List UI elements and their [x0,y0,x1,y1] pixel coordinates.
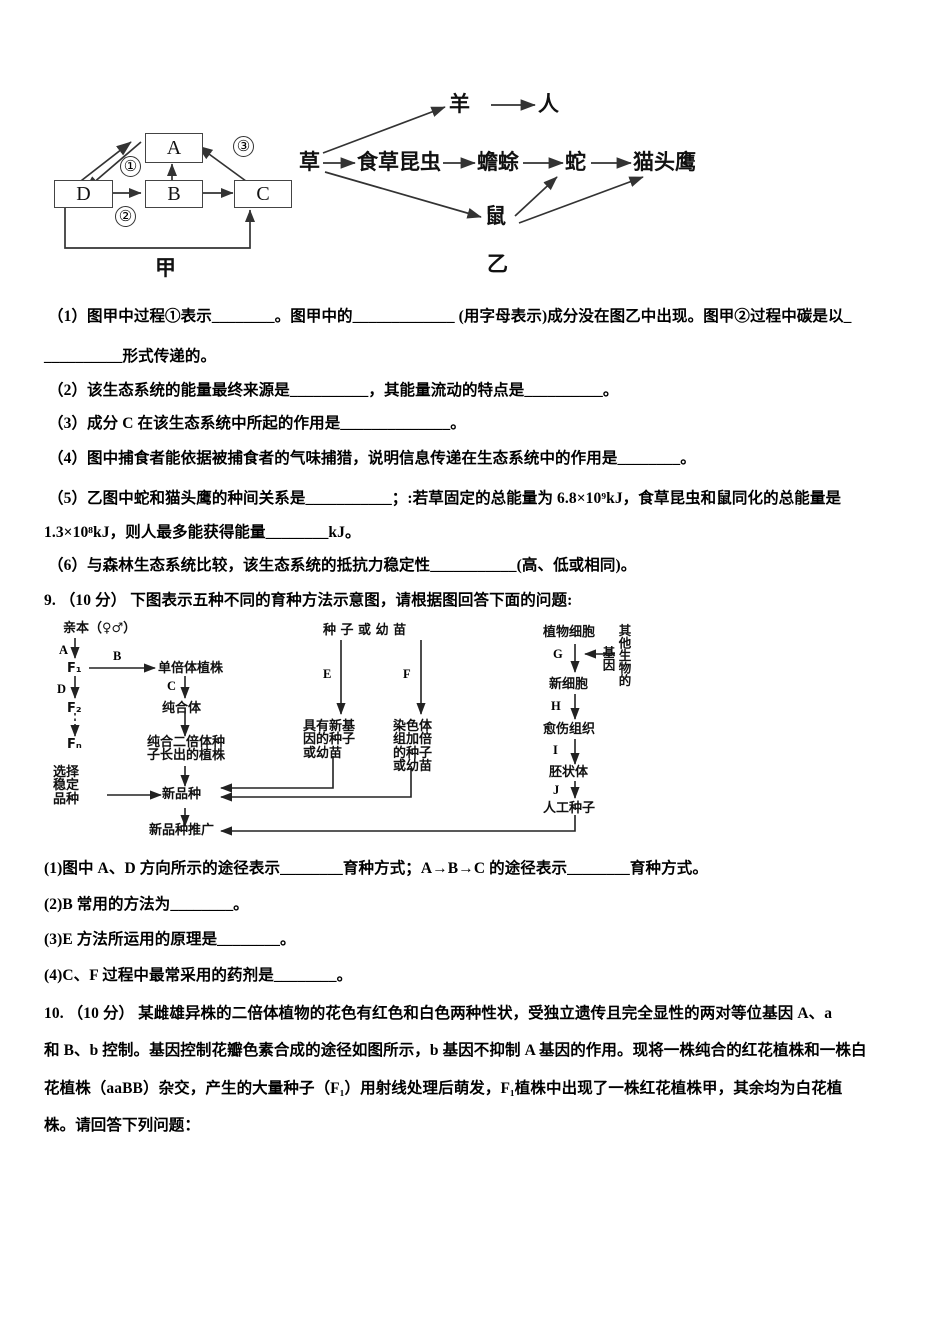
node-maotouying: 猫头鹰 [633,150,696,174]
breed-step-C: C [167,679,177,693]
breed-node-seed-seedling: 种 子 或 幼 苗 [323,623,407,638]
breed-step-G: G [553,647,563,661]
q8-1-line2: __________形式传递的。 [44,348,217,365]
q8-1-line1: （1）图甲中过程①表示________。图甲中的_____________ (用… [48,308,852,325]
node-shu: 鼠 [485,204,506,228]
breed-step-J: J [553,783,560,797]
process-number-1: ① [120,156,141,177]
breed-step-I: I [553,743,558,757]
node-box-C: C [234,180,292,208]
q9-sub-4: (4)C、F 过程中最常采用的药剂是________。 [44,967,353,984]
q10-number: 10. [44,1005,64,1022]
figure-breeding-methods: 亲本（♀♂） A F₁ D F₂ Fₙ 选择 稳定 品种 B 单倍体植株 C 纯… [45,618,685,840]
node-cao: 草 [299,150,320,174]
node-box-A: A [145,133,203,163]
breed-node-f1: F₁ [67,661,82,676]
breed-node-chrom-double: 染色体 组加倍 的种子 或幼苗 [393,719,433,774]
node-she: 蛇 [565,150,586,174]
breed-node-plantcell: 植物细胞 [543,625,596,640]
breed-node-diploid-plant: 纯合二倍体种 子长出的植株 [147,735,226,764]
q9-stem-text: 下图表示五种不同的育种方法示意图，请根据图回答下面的问题: [130,592,573,609]
q10-line2: 和 B、b 控制。基因控制花瓣色素合成的途径如图所示，b 基因不抑制 A 基因的… [44,1042,867,1059]
breed-step-H: H [551,699,561,713]
process-number-2: ② [115,206,136,227]
breed-node-gene: 基因 [600,646,616,671]
q8-5-line2: 1.3×10⁸kJ，则人最多能获得能量________kJ。 [44,524,361,541]
breed-step-F: F [403,667,411,681]
breed-node-homozygote: 纯合体 [162,701,202,716]
q10-line1: 10. （10 分） 某雌雄异株的二倍体植物的花色有红色和白色两种性状，受独立遗… [44,1005,832,1022]
q10-text-1: 某雌雄异株的二倍体植物的花色有红色和白色两种性状，受独立遗传且完全显性的两对等位… [138,1005,833,1022]
figure-food-web-yi: 草 食草昆虫 蟾蜍 蛇 猫头鹰 羊 人 鼠 乙 [295,80,715,280]
breed-step-B: B [113,649,122,663]
q9-stem: 9. （10 分） 下图表示五种不同的育种方法示意图，请根据图回答下面的问题: [44,592,572,609]
q8-6-line1: （6）与森林生态系统比较，该生态系统的抵抗力稳定性___________(高、低… [48,557,637,574]
breed-step-A: A [59,643,69,657]
q8-5-line1: （5）乙图中蛇和猫头鹰的种间关系是___________；:若草固定的总能量为 … [48,490,842,507]
breed-step-E: E [323,667,332,681]
figure-jia-arrows [58,141,256,249]
breed-node-new-variety: 新品种 [162,787,202,802]
figure-carbon-cycle-jia: A B C D ① ② ③ 甲 [45,80,305,280]
figure-yi-arrows [322,99,644,224]
breed-node-select-stable: 选择 稳定 品种 [53,765,80,807]
node-shicaokunchong: 食草昆虫 [357,150,441,174]
breed-node-newgene-seed: 具有新基 因的种子 或幼苗 [303,719,356,761]
q9-number: 9. [44,592,56,609]
node-box-D: D [54,180,113,208]
breed-node-haploid: 单倍体植株 [158,661,224,676]
q9-sub-2: (2)B 常用的方法为________。 [44,896,249,913]
breed-node-embryoid: 胚状体 [549,765,589,780]
breed-node-newcell: 新细胞 [549,677,589,692]
q9-sub-1: (1)图中 A、D 方向所示的途径表示________育种方式；A→B→C 的途… [44,860,708,877]
breed-node-promotion: 新品种推广 [149,823,215,838]
q10-score: （10 分） [67,1005,135,1022]
figure-yi-caption: 乙 [487,252,508,276]
breed-node-artificial-seed: 人工种子 [543,801,596,816]
node-box-B: B [145,180,203,208]
breed-node-othergene: 其他生物的 [616,624,632,687]
breed-step-D: D [57,682,67,696]
q10-line3: 花植株（aaBB）杂交，产生的大量种子（F₁）用射线处理后萌发，F₁植株中出现了… [44,1080,843,1097]
q10-line4: 株。请回答下列问题： [44,1117,201,1134]
figure-breeding-arrows [70,638,615,836]
figure-jia-caption: 甲 [155,256,176,280]
node-ren: 人 [538,92,559,116]
breed-node-parent: 亲本（♀♂） [63,621,137,636]
breed-node-f2: F₂ [67,701,82,716]
node-yang: 羊 [449,92,470,116]
breed-node-fn: Fₙ [67,737,82,752]
node-chanchu: 蟾蜍 [477,150,519,174]
q9-score: （10 分） [59,592,127,609]
q8-2-line1: （2）该生态系统的能量最终来源是__________，其能量流动的特点是____… [48,382,619,399]
process-number-3: ③ [233,136,254,157]
q9-sub-3: (3)E 方法所运用的原理是________。 [44,931,296,948]
q8-3-line1: （3）成分 C 在该生态系统中所起的作用是______________。 [48,415,466,432]
breed-node-callus: 愈伤组织 [543,722,596,737]
q8-4-line1: （4）图中捕食者能依据被捕食者的气味捕猎，说明信息传递在生态系统中的作用是___… [48,450,696,467]
